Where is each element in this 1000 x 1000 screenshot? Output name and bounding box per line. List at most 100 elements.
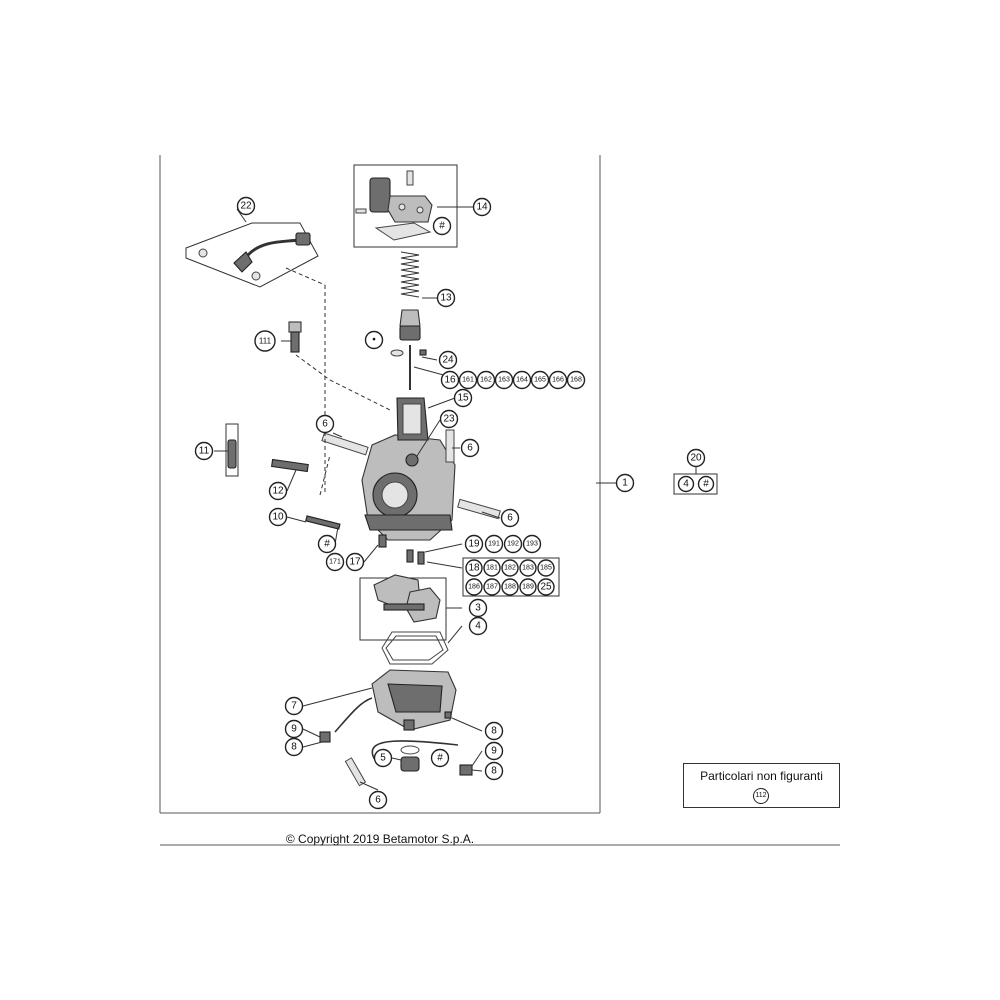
- svg-text:182: 182: [504, 565, 516, 572]
- svg-text:24: 24: [442, 355, 454, 366]
- non-illustrated-parts-box: Particolari non figuranti 112: [683, 763, 840, 808]
- callout-182: 182: [501, 559, 519, 577]
- callout-6-middle-right: 6: [500, 508, 520, 528]
- callout-5: 5: [373, 748, 393, 768]
- svg-text:161: 161: [462, 377, 474, 384]
- callout-187: 187: [483, 578, 501, 596]
- group-box-3: [359, 577, 447, 641]
- svg-text:168: 168: [570, 377, 582, 384]
- svg-text:193: 193: [526, 541, 538, 548]
- svg-text:16: 16: [444, 375, 456, 386]
- callout-17: 17: [345, 552, 365, 572]
- svg-text:13: 13: [440, 293, 452, 304]
- svg-text:1: 1: [622, 478, 628, 489]
- throttle-sensor: [198, 232, 311, 281]
- callout-164: 164: [512, 370, 532, 390]
- svg-text:25: 25: [540, 582, 552, 593]
- callout-7: 7: [284, 696, 304, 716]
- callout-191: 191: [484, 534, 504, 554]
- carburetor-body: [361, 397, 456, 541]
- non-illustrated-parts-title: Particolari non figuranti: [700, 769, 823, 783]
- callout-165: 165: [530, 370, 550, 390]
- svg-text:23: 23: [443, 414, 455, 425]
- callout-20: 20: [686, 448, 706, 468]
- svg-text:164: 164: [516, 377, 528, 384]
- callout-163: 163: [494, 370, 514, 390]
- callout-19: 19: [464, 534, 484, 554]
- callout-6-bottom: 6: [368, 790, 388, 810]
- callout-16: 16: [440, 370, 460, 390]
- svg-text:14: 14: [476, 202, 488, 213]
- svg-text:9: 9: [491, 746, 497, 757]
- group-box-22: [185, 222, 319, 288]
- svg-text:12: 12: [272, 486, 284, 497]
- callout-193: 193: [522, 534, 542, 554]
- callout-188: 188: [501, 578, 519, 596]
- callout-9-left: 9: [284, 719, 304, 739]
- svg-text:5: 5: [380, 753, 386, 764]
- screw-11: [227, 439, 237, 469]
- callout-8-right-upper: 8: [484, 721, 504, 741]
- svg-text:186: 186: [468, 584, 480, 591]
- top-cap-assembly: [355, 170, 433, 241]
- callout-13: 13: [436, 288, 456, 308]
- jet-needle: [390, 345, 427, 390]
- adjuster-screws: [270, 454, 387, 548]
- svg-text:7: 7: [291, 701, 297, 712]
- idle-adjuster: [288, 321, 391, 411]
- callout-20-item-hash: #: [697, 475, 715, 493]
- callout-15: 15: [453, 388, 473, 408]
- callout-11: 11: [194, 441, 214, 461]
- svg-text:#: #: [324, 539, 330, 550]
- callout-181: 181: [483, 559, 501, 577]
- svg-text:4: 4: [683, 479, 689, 490]
- jet-group-box: [462, 557, 560, 597]
- slide-spring: [399, 251, 421, 341]
- svg-text:163: 163: [498, 377, 510, 384]
- svg-text:15: 15: [457, 393, 469, 404]
- callout-20-box: [673, 473, 718, 495]
- callout-6-upper-left: 6: [315, 414, 335, 434]
- svg-text:9: 9: [291, 724, 297, 735]
- callout-186: 186: [465, 578, 483, 596]
- svg-text:189: 189: [522, 584, 534, 591]
- svg-text:6: 6: [375, 795, 381, 806]
- callout-3: 3: [468, 598, 488, 618]
- callout-10: 10: [268, 507, 288, 527]
- float-bowl: [371, 669, 457, 731]
- svg-text:6: 6: [467, 443, 473, 454]
- svg-text:19: 19: [468, 539, 480, 550]
- svg-text:20: 20: [690, 453, 702, 464]
- svg-text:8: 8: [491, 766, 497, 777]
- leader-lines: [214, 206, 616, 791]
- float-assembly: [373, 574, 441, 623]
- svg-text:•: •: [372, 335, 376, 346]
- svg-text:8: 8: [491, 726, 497, 737]
- diagram-frame: [159, 155, 840, 846]
- svg-text:187: 187: [486, 584, 498, 591]
- svg-text:183: 183: [522, 565, 534, 572]
- callout-111: 111: [254, 330, 276, 352]
- svg-text:6: 6: [507, 513, 513, 524]
- callout-14: 14: [472, 197, 492, 217]
- svg-text:3: 3: [475, 603, 481, 614]
- svg-text:165: 165: [534, 377, 546, 384]
- svg-text:192: 192: [507, 541, 519, 548]
- group-box-11: [225, 423, 239, 477]
- callout-25: 25: [537, 578, 555, 596]
- svg-text:171: 171: [329, 559, 341, 566]
- svg-text:166: 166: [552, 377, 564, 384]
- callout-168: 168: [566, 370, 586, 390]
- svg-text:18: 18: [468, 563, 480, 574]
- callout-4: 4: [468, 616, 488, 636]
- svg-text:11: 11: [199, 446, 210, 457]
- callout-6-upper-right: 6: [460, 438, 480, 458]
- callout-162: 162: [476, 370, 496, 390]
- group-box-14: [353, 164, 458, 248]
- callout-10-hash: #: [317, 534, 337, 554]
- svg-text:8: 8: [291, 742, 297, 753]
- svg-text:111: 111: [259, 337, 272, 346]
- non-illustrated-parts-code: 112: [753, 788, 769, 804]
- jets: [406, 549, 425, 565]
